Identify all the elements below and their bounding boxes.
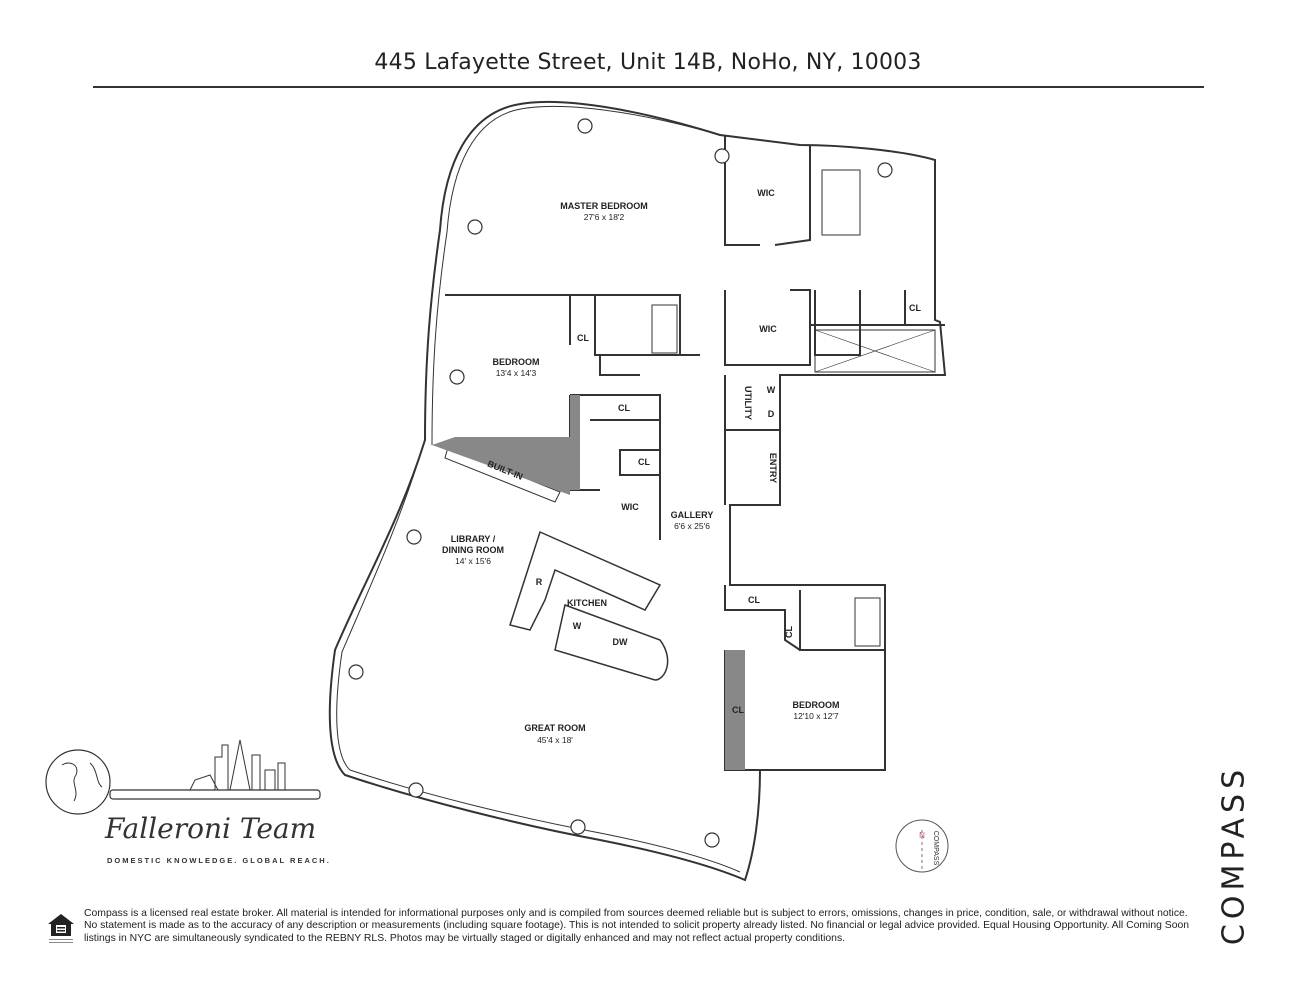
exterior-wall [328,100,947,882]
room-dims-bedroom-2: 12'10 x 12'7 [793,711,839,721]
label-cl: CL [909,303,921,313]
label-cl: CL [732,705,744,715]
compass-rose: N COMPASS [895,819,949,873]
room-name-master-bedroom: MASTER BEDROOM [560,201,648,211]
logo-tagline: DOMESTIC KNOWLEDGE. GLOBAL REACH. [107,856,331,865]
room-name-gallery: GALLERY [671,510,714,520]
label-refrigerator: R [536,577,543,587]
label-dryer: D [768,409,775,419]
label-wic: WIC [621,502,639,512]
label-wic: WIC [757,188,775,198]
compass-label: COMPASS [932,831,939,866]
compass-north: N [919,831,925,840]
title-divider [93,86,1204,88]
label-utility: UTILITY [743,386,753,420]
room-dims-great-room: 45'4 x 18' [537,735,573,745]
room-dims-gallery: 6'6 x 25'6 [674,521,710,531]
room-name-dining: DINING ROOM [442,545,504,555]
label-cl: CL [784,626,794,638]
label-cl: CL [618,403,630,413]
label-dishwasher: DW [613,637,628,647]
room-name-bedroom-2: BEDROOM [793,700,840,710]
logo-name: Falleroni Team [105,812,317,845]
label-entry: ENTRY [768,453,778,483]
room-name-library: LIBRARY / [451,534,496,544]
room-name-bedroom: BEDROOM [493,357,540,367]
label-washer: W [573,621,582,631]
label-cl: CL [638,457,650,467]
structural-columns [348,118,893,848]
shaft-fill [432,437,570,495]
label-wic: WIC [759,324,777,334]
equal-housing-icon [48,914,74,943]
label-washer: W [767,385,776,395]
compass-brand-logo: COMPASS [1216,764,1252,946]
room-name-great-room: GREAT ROOM [524,723,585,733]
room-dims-library: 14' x 15'6 [455,556,491,566]
falleroni-team-logo [45,739,321,815]
legal-disclaimer: Compass is a licensed real estate broker… [84,908,1190,944]
label-cl: CL [577,333,589,343]
room-dims-master-bedroom: 27'6 x 18'2 [584,212,625,222]
label-cl: CL [748,595,760,605]
room-dims-bedroom: 13'4 x 14'3 [496,368,537,378]
room-name-kitchen: KITCHEN [567,598,607,608]
listing-address-title: 445 Lafayette Street, Unit 14B, NoHo, NY… [374,50,922,75]
